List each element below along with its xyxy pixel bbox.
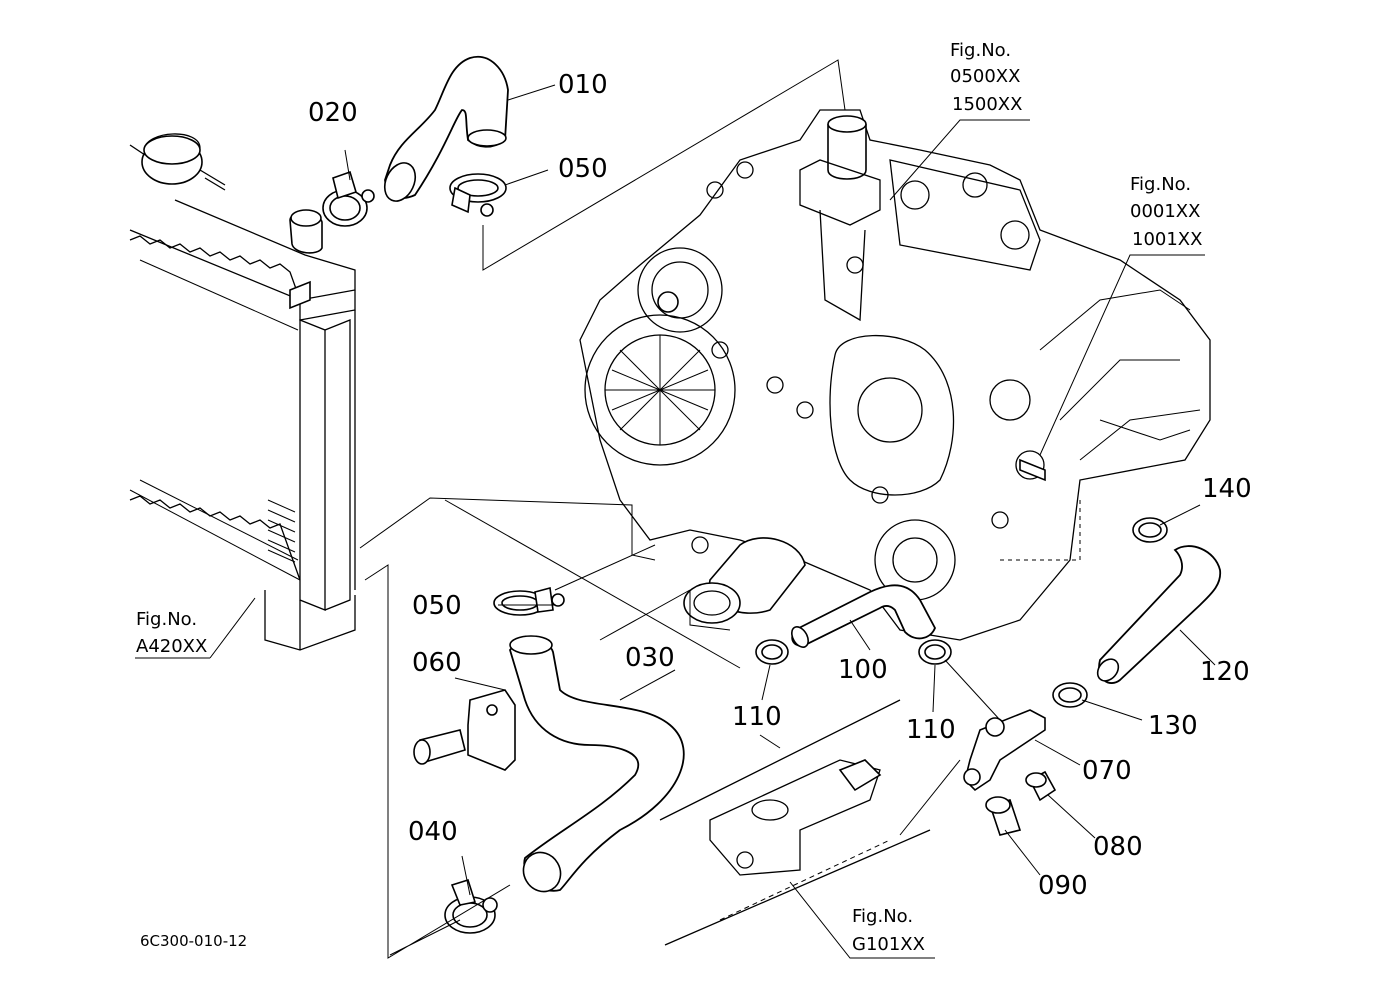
part-label-100: 100 bbox=[838, 655, 888, 685]
clamp-050-lower bbox=[493, 586, 565, 616]
clamp-110-right bbox=[918, 639, 952, 665]
part-label-080: 080 bbox=[1093, 832, 1143, 862]
part-label-110-left: 110 bbox=[732, 702, 782, 732]
figure-reference-g101xx: Fig.No. G101XX bbox=[852, 906, 925, 955]
part-label-060: 060 bbox=[412, 648, 462, 678]
plug-080 bbox=[1025, 770, 1057, 802]
reference-code: 1500XX bbox=[952, 94, 1022, 115]
part-label-140: 140 bbox=[1202, 474, 1252, 504]
clamp-130 bbox=[1052, 682, 1088, 708]
upper-hose-010 bbox=[383, 55, 509, 202]
hose-100 bbox=[791, 584, 936, 648]
part-label-040: 040 bbox=[408, 817, 458, 847]
plug-090 bbox=[985, 796, 1022, 836]
reference-caption: Fig.No. bbox=[852, 906, 913, 927]
leader-lines bbox=[135, 59, 1216, 959]
clamp-050-top bbox=[449, 173, 507, 217]
reference-caption: Fig.No. bbox=[136, 609, 197, 630]
part-label-120: 120 bbox=[1200, 657, 1250, 687]
reference-code: G101XX bbox=[852, 934, 925, 955]
part-labels: 010 020 050 050 060 030 040 100 110 110 … bbox=[308, 70, 1252, 901]
figure-reference-a420xx: Fig.No. A420XX bbox=[136, 609, 207, 657]
reference-code: 0500XX bbox=[950, 66, 1020, 87]
clamp-140 bbox=[1132, 517, 1168, 543]
fitting-070 bbox=[963, 709, 1046, 792]
part-label-050-top: 050 bbox=[558, 154, 608, 184]
clamp-040 bbox=[444, 878, 498, 934]
drawing-code: 6C300-010-12 bbox=[140, 932, 247, 950]
part-label-110-right: 110 bbox=[906, 715, 956, 745]
hose-120 bbox=[1096, 545, 1222, 684]
reference-code: 0001XX bbox=[1130, 201, 1200, 222]
part-label-070: 070 bbox=[1082, 756, 1132, 786]
engine-block bbox=[579, 109, 1211, 641]
clamp-020 bbox=[322, 170, 375, 227]
reference-code: 1001XX bbox=[1132, 229, 1202, 250]
figure-reference-0500xx: Fig.No. 0500XX 1500XX bbox=[950, 40, 1022, 115]
bracket-060 bbox=[413, 689, 516, 771]
radiator bbox=[129, 133, 356, 651]
part-label-030: 030 bbox=[625, 643, 675, 673]
figure-reference-0001xx: Fig.No. 0001XX 1001XX bbox=[1130, 174, 1202, 250]
part-label-020: 020 bbox=[308, 98, 358, 128]
reference-caption: Fig.No. bbox=[950, 40, 1011, 61]
clamp-110-left bbox=[755, 639, 789, 665]
part-label-050-lower: 050 bbox=[412, 591, 462, 621]
reference-caption: Fig.No. bbox=[1130, 174, 1191, 195]
reference-code: A420XX bbox=[136, 636, 207, 657]
frame-g101 bbox=[659, 699, 931, 946]
lower-hose-030 bbox=[509, 635, 685, 893]
part-label-130: 130 bbox=[1148, 711, 1198, 741]
part-label-010: 010 bbox=[558, 70, 608, 100]
part-label-090: 090 bbox=[1038, 871, 1088, 901]
